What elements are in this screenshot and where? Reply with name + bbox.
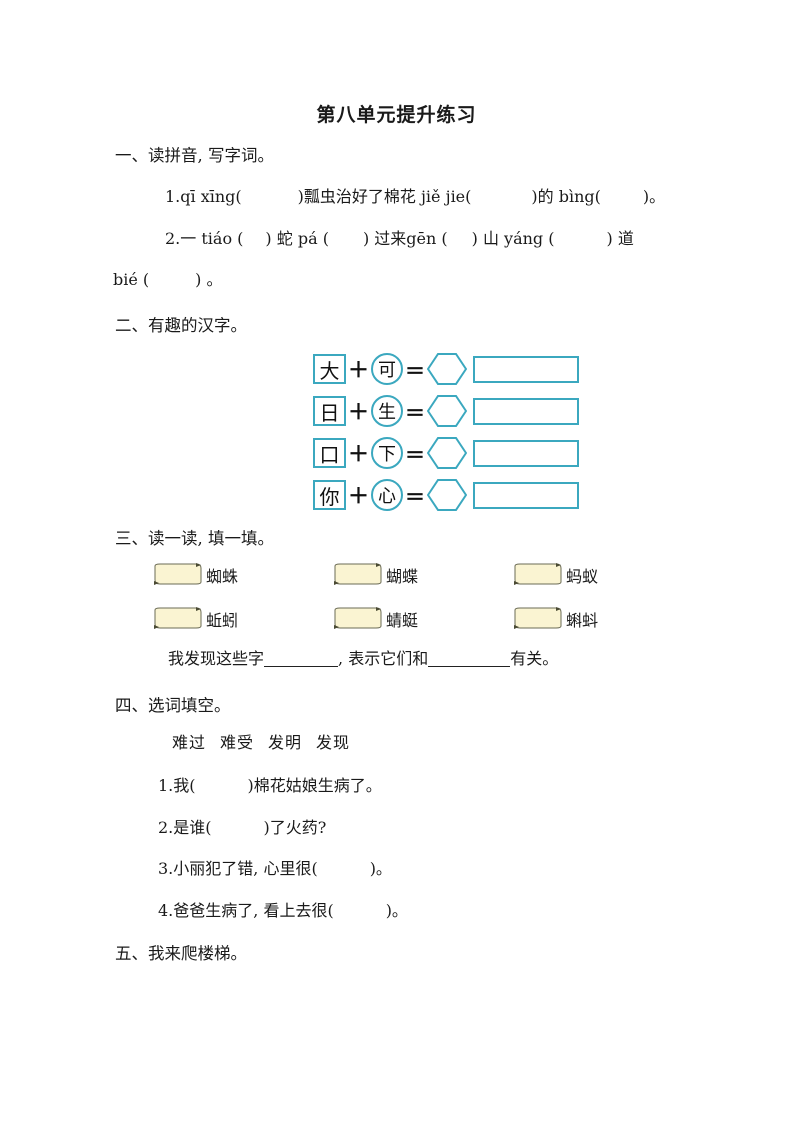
- plus-sign: ＋: [348, 484, 369, 508]
- answer-rectangle[interactable]: [473, 397, 579, 425]
- question-text-after: )。: [369, 859, 392, 878]
- section-3-heading: 三、读一读, 填一填。: [115, 529, 274, 548]
- left-char-box: 日: [313, 396, 346, 426]
- answer-rectangle[interactable]: [473, 439, 579, 467]
- plus-sign: ＋: [348, 442, 369, 466]
- question-text-before: 我(: [173, 776, 196, 795]
- tag-item: 蚂蚁: [512, 562, 598, 587]
- item-number: 1.: [165, 187, 181, 206]
- section-4-question-1: 1.我( )棉花姑娘生病了。: [158, 775, 382, 797]
- equation-row: 你 ＋ 心 ＝: [313, 478, 579, 512]
- answer-rectangle[interactable]: [473, 355, 579, 383]
- section-4-question-4: 4.爸爸生病了, 看上去很( )。: [158, 900, 408, 922]
- item-text-b: ) 蛇 pá (: [265, 229, 329, 248]
- hexagon-answer-shape[interactable]: [427, 479, 467, 511]
- cont-text-a: bié (: [113, 270, 150, 289]
- answer-rectangle[interactable]: [473, 481, 579, 509]
- item-text-a: qī xīng(: [180, 187, 242, 206]
- item-text-a: 一 tiáo (: [180, 229, 244, 248]
- section-3-conclusion: 我发现这些字 , 表示它们和 有关。: [168, 648, 558, 670]
- fill-blank[interactable]: [264, 651, 339, 667]
- left-char-box: 口: [313, 438, 346, 468]
- fill-blank[interactable]: [428, 651, 511, 667]
- item-text-e: ) 道: [606, 229, 634, 248]
- section-1-item-2-continuation: bié ( ) 。: [113, 269, 223, 291]
- tag-item: 蜘蛛: [152, 562, 238, 587]
- character-equations: 大 ＋ 可 ＝ 日 ＋ 生 ＝ 口 ＋ 下 ＝: [313, 352, 579, 520]
- tag-label: 蜻蜓: [386, 610, 419, 630]
- scroll-banner-shape[interactable]: [152, 562, 204, 587]
- section-1-heading: 一、读拼音, 写字词。: [115, 146, 274, 165]
- question-text-after: )了火药?: [263, 818, 327, 837]
- word-bank-item[interactable]: 发现: [316, 733, 351, 752]
- scroll-banner-shape[interactable]: [152, 606, 204, 631]
- section-1-item-2: 2.一 tiáo ( ) 蛇 pá ( ) 过来gēn ( ) 山 yáng ( ) 道: [165, 228, 634, 250]
- word-bank-item[interactable]: 发明: [268, 733, 303, 752]
- tag-label: 蚂蚁: [566, 566, 599, 586]
- question-text-after: )棉花姑娘生病了。: [247, 776, 382, 795]
- tag-item: 蜻蜓: [332, 606, 418, 631]
- plus-sign: ＋: [348, 358, 369, 382]
- question-number: 3.: [158, 859, 174, 878]
- right-char-circle: 可: [371, 353, 403, 385]
- question-number: 2.: [158, 818, 174, 837]
- conclusion-mid: , 表示它们和: [338, 649, 429, 668]
- right-char-circle: 下: [371, 437, 403, 469]
- equation-row: 口 ＋ 下 ＝: [313, 436, 579, 470]
- equals-sign: ＝: [405, 442, 425, 467]
- equals-sign: ＝: [405, 400, 425, 425]
- tag-label: 蜘蛛: [206, 566, 239, 586]
- section-4-question-2: 2.是谁( )了火药?: [158, 817, 326, 839]
- tag-item: 蝴蝶: [332, 562, 418, 587]
- page-title: 第八单元提升练习: [316, 104, 477, 126]
- tag-item: 蝌蚪: [512, 606, 598, 631]
- question-text-before: 爸爸生病了, 看上去很(: [173, 901, 334, 920]
- plus-sign: ＋: [348, 400, 369, 424]
- equation-row: 日 ＋ 生 ＝: [313, 394, 579, 428]
- item-text-b: )瓢虫治好了棉花 jiě jie(: [297, 187, 472, 206]
- question-text-after: )。: [385, 901, 408, 920]
- word-bank: 难过难受发明发现: [172, 732, 350, 754]
- word-bank-item[interactable]: 难过: [172, 733, 207, 752]
- left-char-box: 你: [313, 480, 346, 510]
- equation-row: 大 ＋ 可 ＝: [313, 352, 579, 386]
- item-number: 2.: [165, 229, 181, 248]
- tag-label: 蚯蚓: [206, 610, 239, 630]
- scroll-banner-shape[interactable]: [332, 606, 384, 631]
- item-text-d: ) 山 yáng (: [471, 229, 555, 248]
- cont-text-b: ) 。: [195, 270, 223, 289]
- equals-sign: ＝: [405, 358, 425, 383]
- tag-item: 蚯蚓: [152, 606, 238, 631]
- question-number: 1.: [158, 776, 174, 795]
- right-char-circle: 生: [371, 395, 403, 427]
- section-5-heading: 五、我来爬楼梯。: [115, 944, 247, 963]
- conclusion-pre: 我发现这些字: [168, 649, 265, 668]
- section-1-item-1: 1.qī xīng( )瓢虫治好了棉花 jiě jie( )的 bìng( )。: [165, 186, 665, 208]
- scroll-banner-shape[interactable]: [332, 562, 384, 587]
- tag-label: 蝌蚪: [566, 610, 599, 630]
- question-text-before: 小丽犯了错, 心里很(: [173, 859, 318, 878]
- conclusion-post: 有关。: [510, 649, 559, 668]
- hexagon-answer-shape[interactable]: [427, 437, 467, 469]
- question-text-before: 是谁(: [173, 818, 212, 837]
- section-4-heading: 四、选词填空。: [115, 696, 231, 715]
- word-bank-item[interactable]: 难受: [220, 733, 255, 752]
- left-char-box: 大: [313, 354, 346, 384]
- item-text-d: )。: [642, 187, 666, 206]
- hexagon-answer-shape[interactable]: [427, 353, 467, 385]
- hexagon-answer-shape[interactable]: [427, 395, 467, 427]
- scroll-banner-shape[interactable]: [512, 562, 564, 587]
- item-text-c: )的 bìng(: [531, 187, 601, 206]
- right-char-circle: 心: [371, 479, 403, 511]
- equals-sign: ＝: [405, 484, 425, 509]
- scroll-banner-shape[interactable]: [512, 606, 564, 631]
- section-2-heading: 二、有趣的汉字。: [115, 316, 247, 335]
- item-text-c: ) 过来gēn (: [362, 229, 448, 248]
- section-4-question-3: 3.小丽犯了错, 心里很( )。: [158, 858, 392, 880]
- question-number: 4.: [158, 901, 174, 920]
- tag-label: 蝴蝶: [386, 566, 419, 586]
